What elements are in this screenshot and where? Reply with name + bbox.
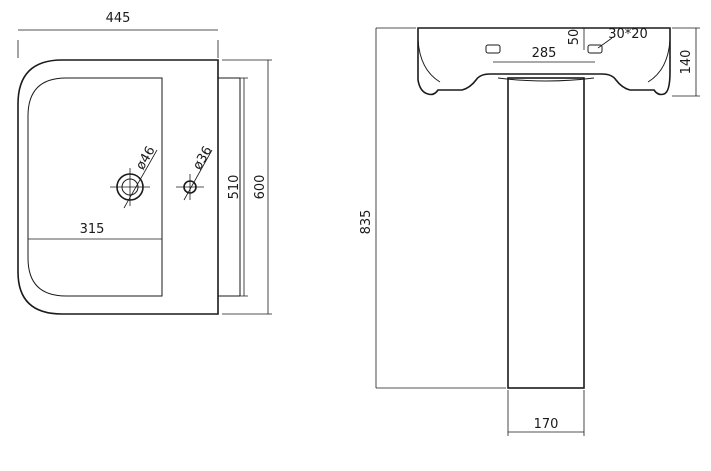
side-view: 285 50 30*20 140 835 170 (359, 27, 700, 436)
basin-inner-outline (27, 77, 163, 297)
dimension-50-label: 50 (567, 29, 582, 46)
overflow-slot-right (587, 44, 603, 54)
dimension-285-label: 285 (532, 46, 557, 61)
leader-line (597, 37, 613, 49)
basin-outer-outline (17, 59, 219, 315)
drain-diameter-label: ø46 (133, 144, 158, 173)
dimension-445-label: 445 (106, 11, 131, 26)
dimension-140-label: 140 (679, 50, 694, 75)
dimension-170-label: 170 (534, 417, 559, 432)
dimension-600-label: 600 (253, 175, 268, 200)
pedestal-top-joint (497, 77, 595, 82)
basin-bowl-curve (417, 39, 671, 83)
tap-hole: ø36 (176, 144, 216, 201)
tap-hole-diameter-label: ø36 (190, 144, 215, 173)
overflow-size-label: 30*20 (608, 27, 648, 42)
overflow-slot-left (485, 44, 501, 54)
drain-hole: ø46 (110, 144, 159, 209)
dimension-835-label: 835 (359, 210, 374, 235)
pedestal (507, 77, 585, 389)
dimension-510-label: 510 (227, 175, 242, 200)
dimension-315-label: 315 (80, 222, 105, 237)
basin-side-outline (417, 27, 671, 96)
top-view: 445 315 510 600 ø46 ø36 (17, 11, 272, 315)
